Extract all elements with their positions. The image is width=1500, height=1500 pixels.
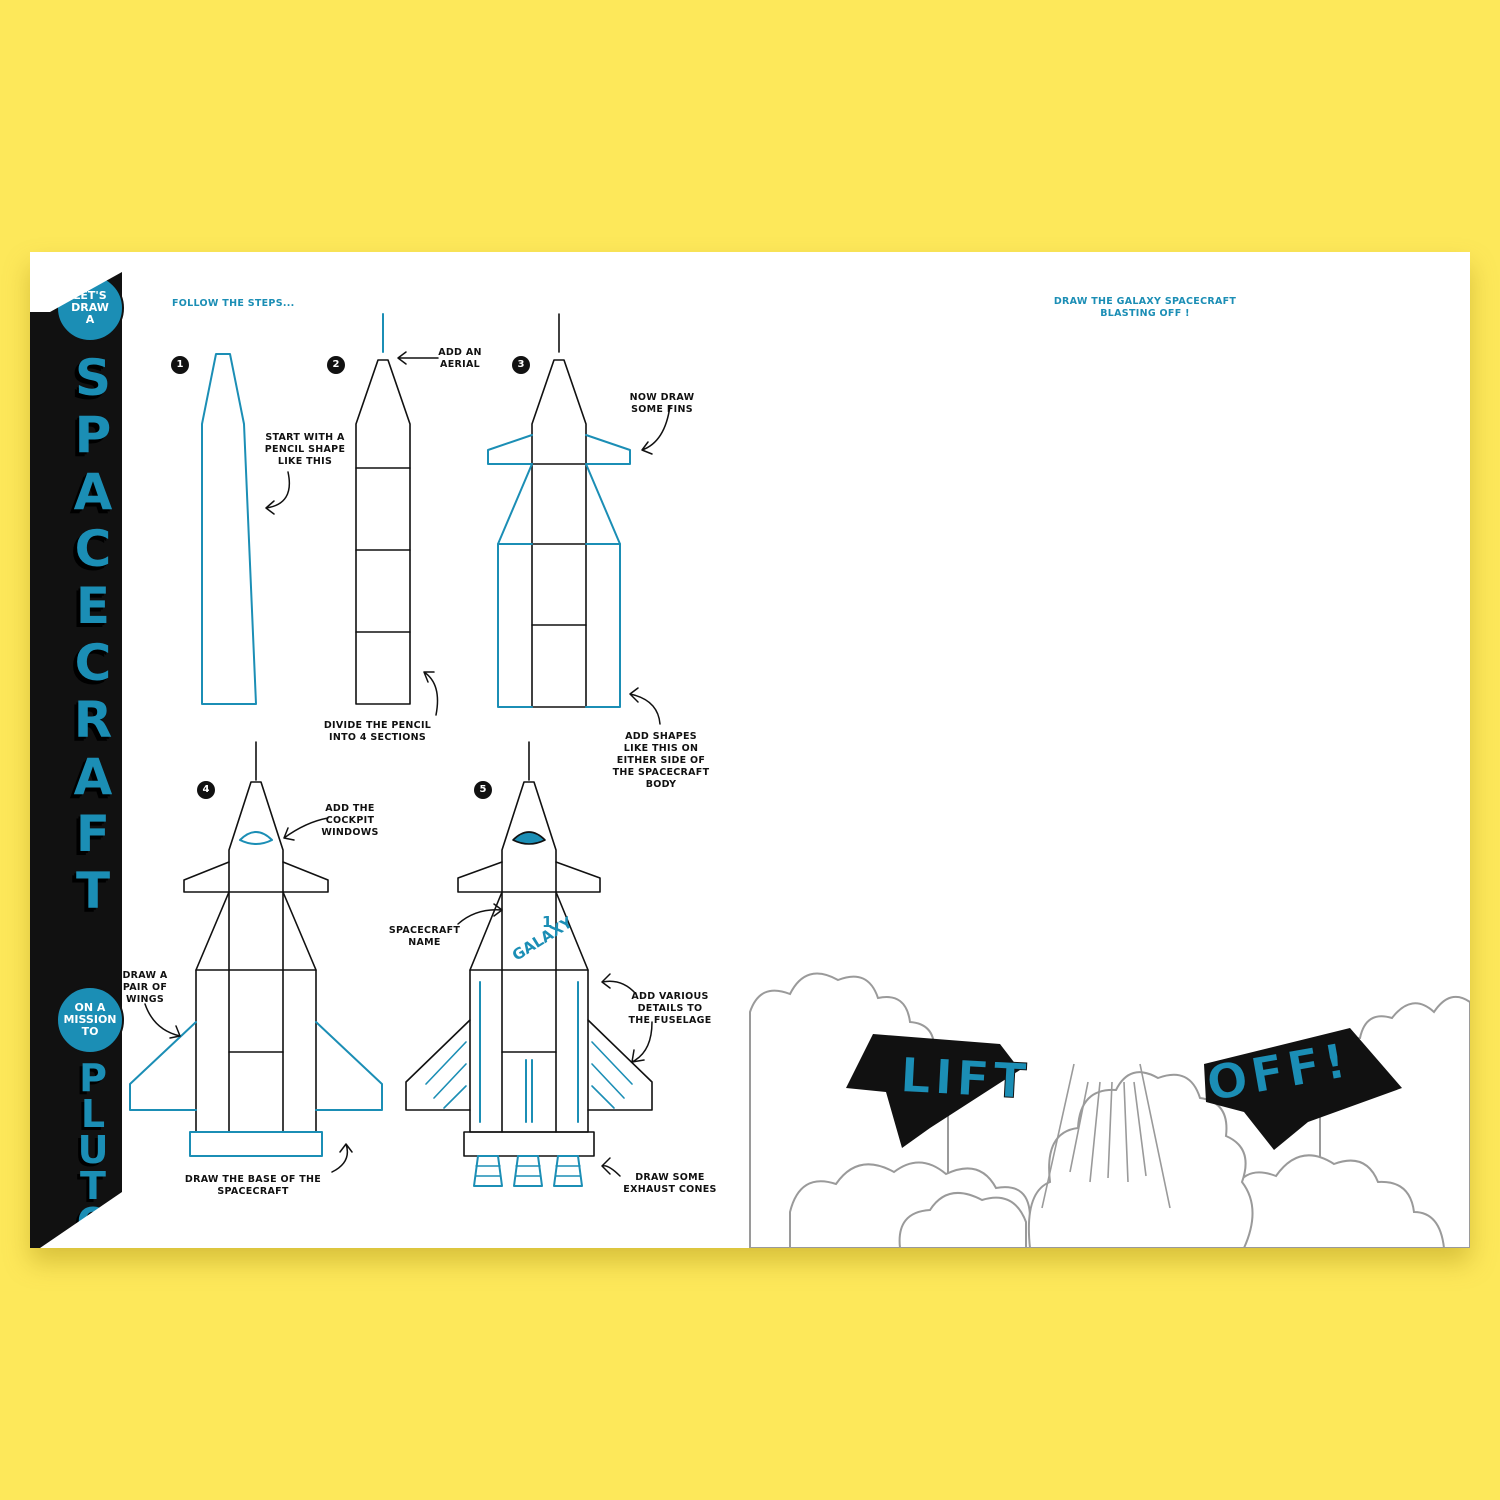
rocket-step-4 bbox=[129, 741, 383, 1157]
spine-top-cut bbox=[30, 252, 122, 312]
note-line: COCKPIT bbox=[325, 815, 375, 826]
note-line: EITHER SIDE OF bbox=[616, 755, 706, 766]
title-letter: P bbox=[74, 406, 112, 464]
drawing-artwork: GALAXY 1 LIFT OFF! bbox=[30, 252, 1470, 1248]
title-letter: S bbox=[74, 349, 111, 407]
title-letter: C bbox=[74, 520, 112, 578]
note-line: ADD VARIOUS bbox=[631, 991, 709, 1002]
step-number: 2 bbox=[327, 356, 345, 374]
title-letter: T bbox=[75, 862, 111, 920]
note-line: LIKE THIS bbox=[277, 456, 333, 467]
pluto-letter: P bbox=[79, 1056, 107, 1100]
note-line: INTO 4 SECTIONS bbox=[329, 732, 426, 743]
note-line: START WITH A bbox=[265, 432, 345, 443]
rocket-step-3 bbox=[487, 313, 631, 708]
rocket-step-5 bbox=[405, 741, 653, 1187]
note-line: NAME bbox=[408, 937, 441, 948]
pluto-letter: T bbox=[80, 1164, 106, 1208]
note-pencil-shape: START WITH A PENCIL SHAPE LIKE THIS bbox=[255, 432, 355, 468]
note-divide: DIVIDE THE PENCIL INTO 4 SECTIONS bbox=[315, 720, 440, 744]
mission-badge: ON A MISSION TO bbox=[56, 986, 124, 1054]
step-number: 3 bbox=[512, 356, 530, 374]
note-line: WINGS bbox=[125, 994, 165, 1005]
title-letter: E bbox=[75, 577, 111, 635]
right-heading: DRAW THE GALAXY SPACECRAFT BLASTING OFF … bbox=[1040, 296, 1250, 320]
title-letter: A bbox=[73, 748, 113, 806]
heading-line: BLASTING OFF ! bbox=[1100, 308, 1190, 319]
off-banner bbox=[1204, 1028, 1402, 1150]
title-letter: C bbox=[74, 634, 112, 692]
note-base: DRAW THE BASE OF THE SPACECRAFT bbox=[178, 1174, 328, 1198]
smoke-clouds bbox=[749, 972, 1470, 1248]
note-fins: NOW DRAW SOME FINS bbox=[622, 392, 702, 416]
galaxy-label: GALAXY 1 bbox=[509, 913, 577, 965]
lift-word: LIFT bbox=[899, 1047, 1032, 1110]
note-line: THE SPACECRAFT bbox=[612, 767, 710, 778]
badge-line: A bbox=[85, 313, 95, 326]
step-number: 4 bbox=[197, 781, 215, 799]
spine-bottom-cut bbox=[30, 1192, 122, 1248]
note-exhaust: DRAW SOME EXHAUST CONES bbox=[620, 1172, 720, 1196]
note-line: DRAW SOME bbox=[635, 1172, 705, 1183]
step-number: 5 bbox=[474, 781, 492, 799]
pluto-letter: U bbox=[77, 1128, 109, 1172]
note-line: PAIR OF bbox=[122, 982, 168, 993]
note-wings: DRAW A PAIR OF WINGS bbox=[115, 970, 175, 1006]
note-line: ADD SHAPES bbox=[625, 731, 697, 742]
note-line: SPACECRAFT bbox=[388, 925, 461, 936]
galaxy-label-number: 1 bbox=[542, 913, 552, 931]
book-spread: LET'S DRAW A S P A C E C R A F T ON A MI… bbox=[30, 252, 1470, 1248]
note-line: DETAILS TO bbox=[637, 1003, 703, 1014]
note-line: EXHAUST CONES bbox=[623, 1184, 717, 1195]
sidebar-spine bbox=[30, 252, 122, 1248]
note-line: DRAW THE BASE OF THE bbox=[184, 1174, 322, 1185]
pointer-arrows bbox=[144, 351, 671, 1177]
note-line: ADD THE bbox=[325, 803, 375, 814]
title-letter: F bbox=[75, 805, 111, 863]
note-line: LIKE THIS ON bbox=[623, 743, 699, 754]
badge-line: TO bbox=[81, 1025, 99, 1038]
note-line: DRAW A bbox=[122, 970, 168, 981]
note-line: SPACECRAFT bbox=[217, 1186, 289, 1197]
note-line: AERIAL bbox=[440, 359, 480, 370]
note-line: SOME FINS bbox=[631, 404, 693, 415]
lift-banner bbox=[846, 1034, 1020, 1148]
title-letter: A bbox=[73, 463, 113, 521]
note-cockpit: ADD THE COCKPIT WINDOWS bbox=[310, 803, 390, 839]
note-line: DIVIDE THE PENCIL bbox=[323, 720, 432, 731]
note-line: PENCIL SHAPE bbox=[264, 444, 346, 455]
note-shapes: ADD SHAPES LIKE THIS ON EITHER SIDE OF T… bbox=[606, 731, 716, 791]
note-line: THE FUSELAGE bbox=[628, 1015, 712, 1026]
note-spacecraft-name: SPACECRAFT NAME bbox=[382, 925, 467, 949]
note-details: ADD VARIOUS DETAILS TO THE FUSELAGE bbox=[620, 991, 720, 1027]
note-line: NOW DRAW bbox=[629, 392, 695, 403]
pluto-letter: L bbox=[80, 1092, 106, 1136]
steps-heading: FOLLOW THE STEPS... bbox=[172, 298, 295, 309]
exhaust-trail bbox=[1041, 1063, 1171, 1209]
note-line: ADD AN bbox=[438, 347, 482, 358]
badge-line: ON A bbox=[74, 1001, 106, 1014]
rocket-step-1 bbox=[201, 353, 257, 705]
rocket-step-2 bbox=[355, 313, 411, 705]
note-aerial: ADD AN AERIAL bbox=[430, 347, 490, 371]
note-line: BODY bbox=[645, 779, 677, 790]
title-letter: R bbox=[73, 691, 113, 749]
badge-line: MISSION bbox=[63, 1013, 117, 1026]
step-number: 1 bbox=[171, 356, 189, 374]
badge-line: DRAW bbox=[71, 301, 109, 314]
heading-line: DRAW THE GALAXY SPACECRAFT bbox=[1053, 296, 1237, 307]
note-line: WINDOWS bbox=[321, 827, 379, 838]
